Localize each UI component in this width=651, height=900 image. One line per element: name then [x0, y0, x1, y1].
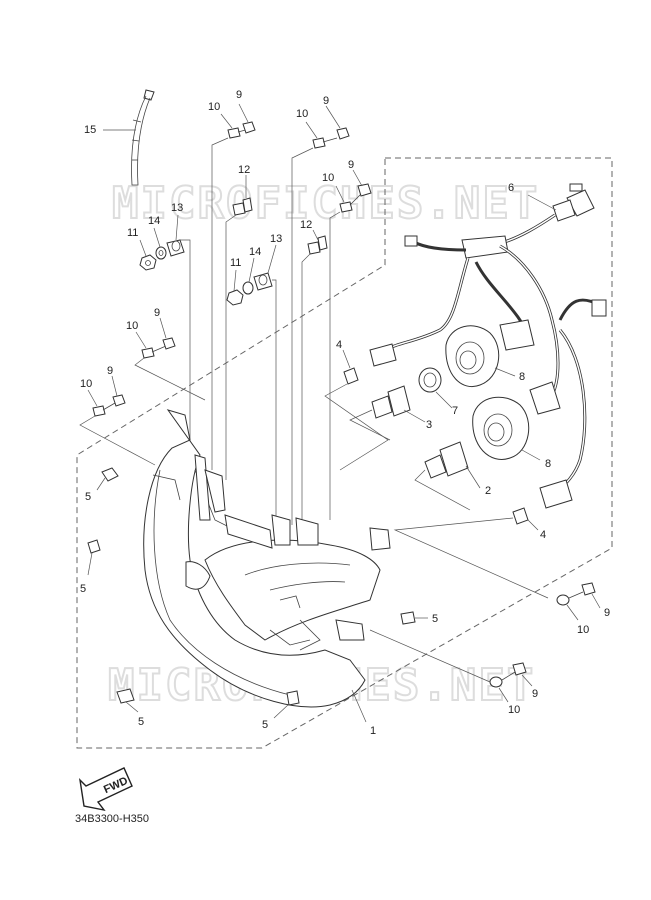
callout-number: 12: [300, 219, 312, 231]
nut-washer-grommet-left: [139, 214, 191, 465]
callout-number: 5: [85, 491, 91, 503]
callout-number: 5: [138, 716, 144, 728]
callout-number: 14: [249, 246, 261, 258]
bolt-12-right: [301, 229, 328, 525]
assembly-outline: [76, 157, 613, 749]
callout-number: 10: [80, 378, 92, 390]
callout-number: 10: [577, 624, 589, 636]
bulb-4-lower: [393, 507, 549, 599]
callout-number: 2: [485, 485, 491, 497]
callout-number: 9: [107, 365, 113, 377]
callout-number: 10: [208, 101, 220, 113]
screw-group-left-lower: [79, 375, 156, 466]
callout-number: 4: [540, 529, 546, 541]
callout-number: 10: [126, 320, 138, 332]
callout-number: 11: [230, 257, 241, 269]
wire-harness-part: [369, 183, 607, 509]
callout-number: 13: [270, 233, 282, 245]
callout-number: 10: [508, 704, 520, 716]
cable-tie-part: [103, 89, 155, 186]
screw-group-right-upper: [556, 582, 601, 621]
forward-arrow-icon: FWD: [78, 767, 133, 812]
fastener-5-bottom-mid: [273, 690, 300, 719]
callout-number: 9: [604, 607, 610, 619]
bolt-12-left: [225, 175, 253, 480]
screw-group-left-upper: [134, 317, 206, 401]
socket-7-part: [418, 367, 453, 409]
callout-number: 9: [154, 307, 160, 319]
callout-number: 5: [432, 613, 438, 625]
callout-number: 8: [519, 371, 525, 383]
cover-8-upper: [445, 325, 516, 387]
screw-group-top-mid: [291, 105, 350, 525]
callout-number: 10: [296, 108, 308, 120]
callout-number: 7: [452, 405, 458, 417]
bulb-3-part: [349, 385, 426, 441]
callout-number: 12: [238, 164, 250, 176]
fastener-5-right: [400, 611, 428, 625]
callout-number: 9: [236, 89, 242, 101]
callout-number: 15: [84, 124, 96, 136]
screw-group-right-lower: [369, 629, 533, 703]
callout-number: 8: [545, 458, 551, 470]
bulb-4-upper: [324, 349, 389, 471]
callout-number: 5: [80, 583, 86, 595]
callout-number: 11: [127, 227, 138, 239]
screw-group-right: [329, 169, 372, 520]
callout-number: 4: [336, 339, 342, 351]
nut-washer-grommet-right: [226, 244, 277, 520]
callout-number: 3: [426, 419, 432, 431]
watermark-top: MICROFICHES.NET: [112, 178, 539, 229]
screw-group-top-left: [211, 103, 256, 470]
callout-number: 5: [262, 719, 268, 731]
callout-number: 9: [348, 159, 354, 171]
callout-number: 9: [532, 688, 538, 700]
fastener-5-bottom-left: [116, 688, 139, 713]
fastener-5-left: [87, 539, 101, 576]
callout-number: 1: [370, 725, 376, 737]
headlight-housing-part: [143, 409, 391, 723]
callout-number: 10: [322, 172, 334, 184]
callout-number: 9: [323, 95, 329, 107]
diagram-code: 34B3300-H350: [75, 813, 149, 825]
callout-number: 6: [508, 182, 514, 194]
callout-number: 14: [148, 215, 160, 227]
fastener-5-top: [96, 467, 119, 491]
callout-number: 13: [171, 202, 183, 214]
bulb-2-part: [414, 441, 481, 511]
cover-8-lower: [472, 396, 541, 461]
